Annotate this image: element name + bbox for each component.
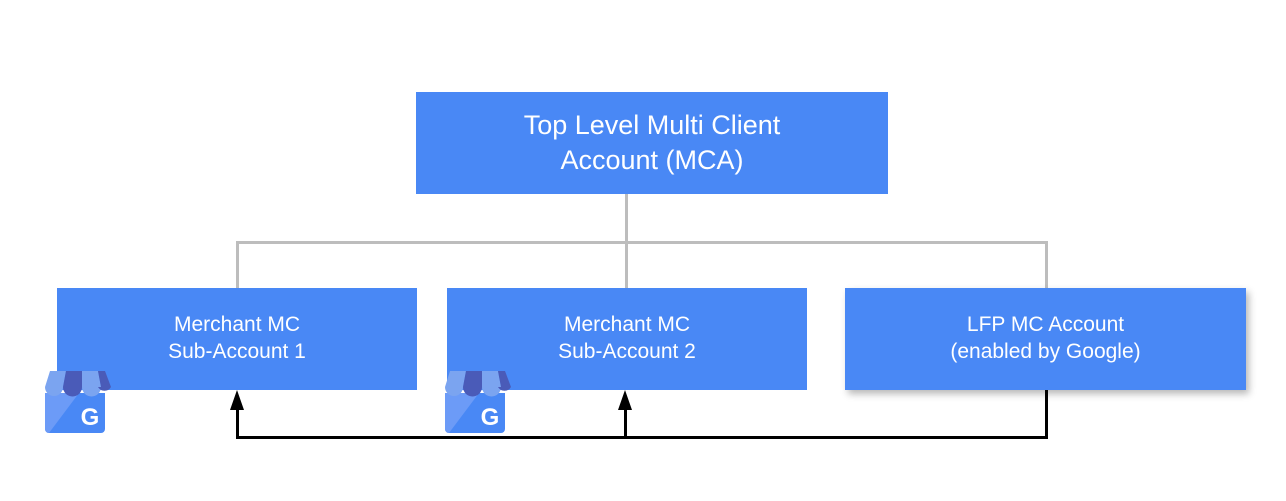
flow-line-from-lfp — [1045, 390, 1048, 439]
node-mca-line2: Account (MCA) — [560, 145, 744, 175]
gmb-icon-letter-2: G — [481, 404, 500, 431]
flow-line-horizontal — [236, 436, 1048, 439]
flow-line-to-sub2 — [624, 408, 627, 439]
node-sub1-line2: Sub-Account 1 — [168, 340, 306, 363]
node-merchant-sub-account-2[interactable]: Merchant MC Sub-Account 2 — [447, 288, 807, 390]
node-sub2-line2: Sub-Account 2 — [558, 340, 696, 363]
node-sub2-line1: Merchant MC — [563, 313, 691, 337]
arrowhead-to-sub2 — [618, 390, 632, 410]
node-sub1-line1: Merchant MC — [173, 313, 301, 337]
node-merchant-sub-account-1[interactable]: Merchant MC Sub-Account 1 — [57, 288, 417, 390]
google-my-business-icon: G — [445, 371, 511, 433]
node-lfp-line1: LFP MC Account — [966, 313, 1125, 337]
flow-line-to-sub1 — [236, 408, 239, 439]
node-lfp-line2: (enabled by Google) — [950, 340, 1141, 363]
connector-drop-sub2 — [625, 241, 628, 290]
node-top-level-mca[interactable]: Top Level Multi Client Account (MCA) — [416, 92, 888, 194]
connector-horizontal-bar — [236, 241, 1048, 244]
connector-drop-lfp — [1045, 241, 1048, 290]
node-lfp-mc-account[interactable]: LFP MC Account (enabled by Google) — [845, 288, 1246, 390]
arrowhead-to-sub1 — [230, 390, 244, 410]
gmb-icon-letter-1: G — [81, 404, 100, 431]
connector-mca-stem — [625, 194, 628, 244]
node-mca-line1: Top Level Multi Client — [523, 110, 781, 141]
google-my-business-icon: G — [45, 371, 111, 433]
connector-drop-sub1 — [236, 241, 239, 290]
